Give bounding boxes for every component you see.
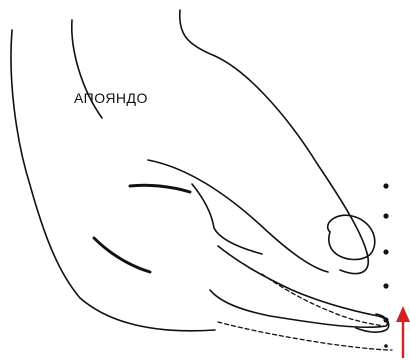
index-finger-contour [192, 184, 262, 254]
dashed-finger-lower [218, 322, 392, 350]
reference-dot [383, 317, 388, 322]
reference-dot [383, 183, 388, 188]
thumb-lower-contour [148, 160, 328, 272]
diagram-label: АПОЯНДО [74, 90, 148, 106]
arrow-head [396, 306, 410, 322]
fingertip [356, 314, 389, 332]
crease-lower [94, 238, 150, 272]
thumb-upper-contour [180, 10, 368, 274]
reference-dot [383, 283, 388, 288]
reference-dot [383, 249, 388, 254]
reference-dot [384, 344, 388, 348]
hand-outline [11, 30, 215, 331]
reference-dot [383, 213, 388, 218]
crease-upper [130, 185, 190, 192]
